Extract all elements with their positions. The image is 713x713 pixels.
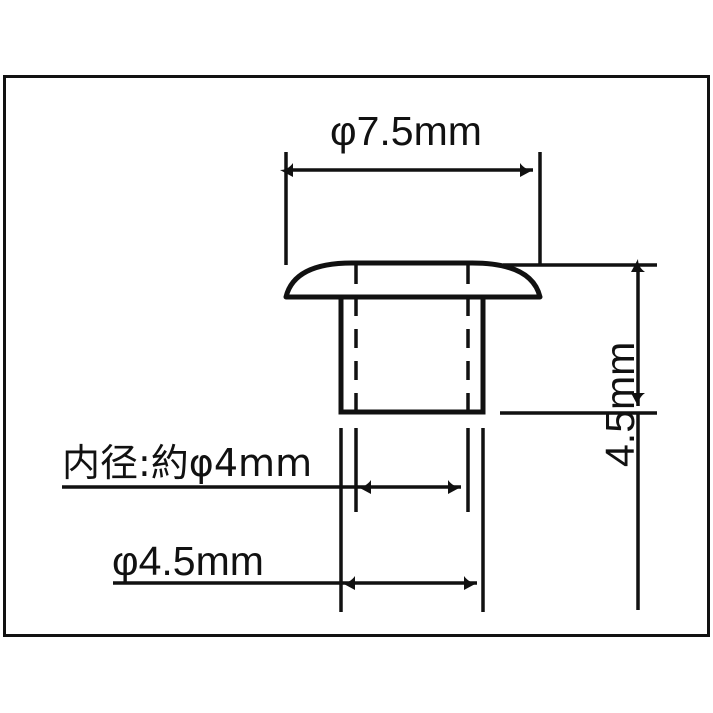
dimension-label-shank-diameter: φ4.5mm — [112, 538, 264, 584]
drawing-frame — [3, 75, 710, 637]
dimension-shank-diameter — [113, 428, 485, 612]
dimension-label-head-diameter: φ7.5mm — [330, 108, 482, 154]
dimension-height — [500, 259, 657, 610]
part-outline — [283, 260, 543, 415]
dimension-label-inner-diameter: 内径:約φ4mm — [62, 441, 313, 485]
hidden-bore-lines — [354, 265, 470, 410]
dimension-label-height: 4.5mm — [597, 341, 643, 467]
dimension-head-diameter — [280, 152, 542, 265]
dimension-inner-diameter — [62, 428, 470, 512]
